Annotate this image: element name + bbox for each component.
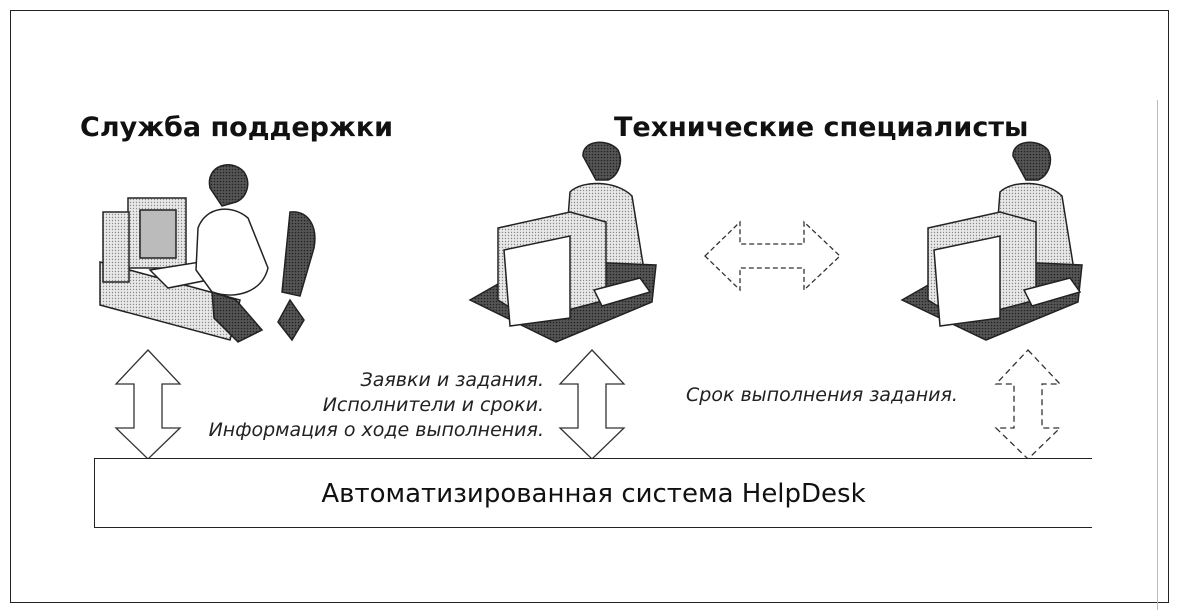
note-line: Исполнители и сроки. xyxy=(322,394,544,416)
technician-computer-icon xyxy=(468,141,657,343)
double-arrow-tech-system-icon xyxy=(558,349,626,460)
support-operator-icon xyxy=(99,164,316,343)
note-task-deadline: Срок выполнения задания. xyxy=(686,384,958,406)
heading-support-service: Служба поддержки xyxy=(80,112,394,143)
heading-technical-specialists: Технические специалисты xyxy=(614,112,1029,143)
helpdesk-system-box: Автоматизированная система HelpDesk xyxy=(94,458,1092,528)
note-requests-and-tasks: Заявки и задания. Исполнители и сроки. И… xyxy=(209,368,544,443)
technician-computer-icon-2 xyxy=(900,141,1083,341)
diagram-frame xyxy=(10,10,1169,603)
note-line: Информация о ходе выполнения. xyxy=(208,419,544,441)
helpdesk-system-label: Автоматизированная система HelpDesk xyxy=(321,479,866,509)
frame-shadow-edge xyxy=(1157,100,1158,610)
double-arrow-support-system-icon xyxy=(114,349,182,460)
dashed-double-arrow-tech2-system-icon xyxy=(994,349,1062,460)
note-line: Заявки и задания. xyxy=(360,369,544,391)
double-arrow-horizontal-icon xyxy=(704,220,841,292)
